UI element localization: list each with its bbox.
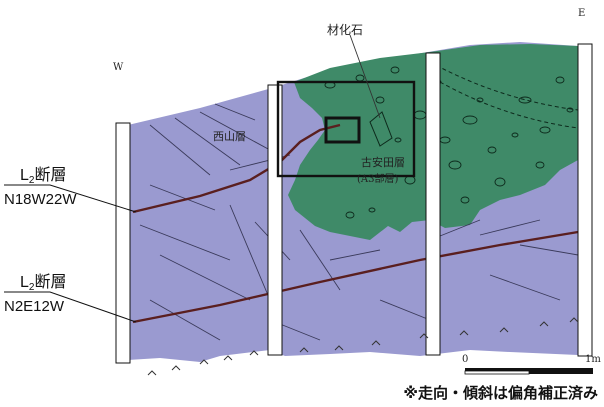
bedding-trace	[439, 81, 579, 129]
fault-name-upper: L2断層	[20, 166, 66, 186]
scale-end: 1m	[585, 354, 601, 365]
kouyasuda-sub-label: (A3部層)	[357, 172, 398, 185]
fault-attitude-lower: N2E12W	[4, 298, 65, 315]
inner-highlight-box	[324, 116, 361, 144]
fault-attitude-upper: N18W22W	[4, 191, 77, 208]
bedding-trace	[429, 61, 579, 111]
scale-start: 0	[462, 354, 468, 365]
outer-highlight-box	[276, 80, 416, 178]
scale-bar: 0 1m	[462, 354, 601, 375]
kouyasuda-label: 古安田層	[361, 155, 405, 169]
fault-leader-upper	[4, 184, 137, 213]
fault-leader-lower	[4, 291, 137, 323]
frame-posts	[115, 43, 593, 364]
compass-east: E	[578, 8, 585, 19]
fractures	[139, 103, 579, 341]
nishiyama-label: 西山層	[213, 130, 246, 143]
fault-name-lower: L2断層	[20, 273, 66, 293]
ground-markers	[147, 317, 579, 376]
fossil-wood-shape	[369, 111, 393, 147]
fossil-leader-line	[349, 34, 381, 119]
fault-line-lower	[132, 230, 579, 324]
declination-note: ※走向・傾斜は偏角補正済み	[403, 384, 598, 402]
compass-west: W	[113, 62, 124, 73]
fossil-wood-label: 材化石	[327, 23, 363, 37]
